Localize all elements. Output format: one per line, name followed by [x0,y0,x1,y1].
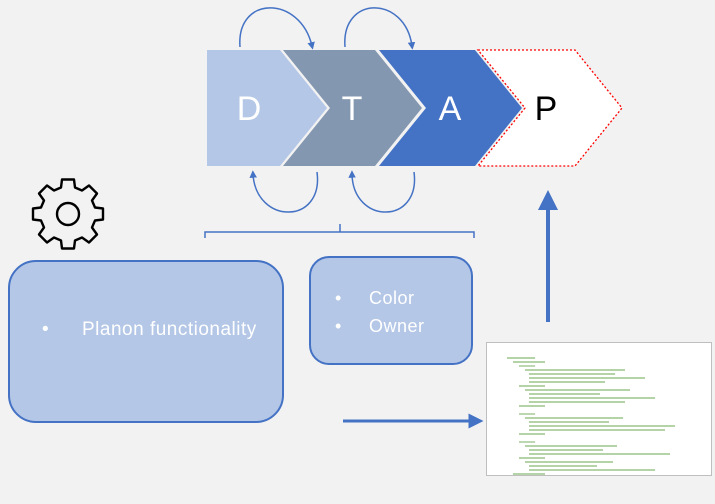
attributes-box: Color Owner [309,256,473,365]
stage-d-label: D [237,90,262,128]
list-item: Color [335,284,465,312]
stage-p-shape [476,49,623,167]
stage-t-label: T [342,90,363,128]
stage-d-shape [207,50,327,166]
stage-t-shape [283,50,422,166]
list-item: Planon functionality [42,315,272,345]
list-item: Owner [335,312,465,340]
stage-t-chevron: T [283,50,422,166]
xml-code-lines [507,357,676,475]
grouping-bracket [204,224,475,238]
stage-p-label: P [535,90,558,128]
xml-document-icon [486,342,712,476]
stage-a-label: A [439,90,462,128]
planon-functionality-box: Planon functionality [8,260,284,423]
stage-d-chevron: D [207,50,327,166]
loop-arrow-top-1 [239,7,315,50]
loop-arrow-top-2 [344,7,416,50]
loop-arrow-bottom-2 [348,170,416,213]
gear-icon [31,178,105,250]
stage-p-chevron: P [476,49,623,167]
planon-functionality-list: Planon functionality [42,315,272,345]
attributes-list: Color Owner [335,284,465,340]
stage-a-shape [379,50,522,166]
stage-a-chevron: A [379,50,522,166]
loop-arrow-bottom-1 [249,170,319,213]
